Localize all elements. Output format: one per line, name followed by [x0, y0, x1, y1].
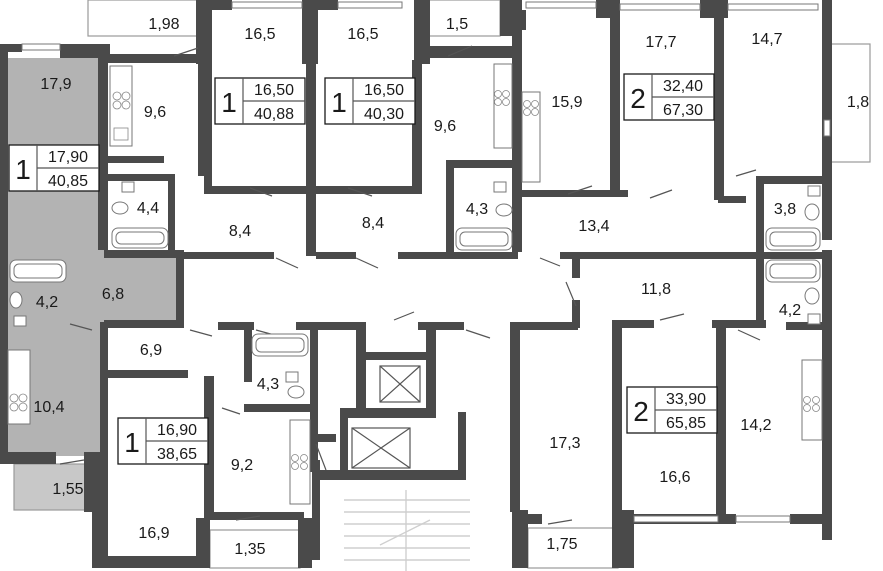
room-area: 4,2: [779, 302, 801, 319]
apartment-living-area: 16,50: [364, 82, 404, 99]
apartment-badge[interactable]: 1 16,90 38,65: [117, 417, 209, 465]
room-area: 13,4: [578, 218, 609, 235]
room-area: 4,3: [466, 201, 488, 218]
apartment-rooms: 1: [15, 154, 31, 185]
apartment-badge[interactable]: 2 32,40 67,30: [623, 73, 715, 121]
apartment-total-area: 38,65: [157, 446, 197, 463]
room-area: 17,3: [549, 435, 580, 452]
elevator-small: [379, 365, 421, 403]
room-area: 6,9: [140, 342, 162, 359]
room-area: 9,2: [231, 457, 253, 474]
room-area: 9,6: [144, 104, 166, 121]
room-area: 17,9: [40, 76, 71, 93]
fixtures: [7, 63, 823, 505]
doors: [59, 45, 761, 525]
room-area: 11,8: [641, 281, 671, 298]
room-area: 1,8: [847, 94, 869, 111]
room-area: 1,35: [234, 541, 265, 558]
room-area: 1,55: [52, 481, 83, 498]
room-area: 17,7: [645, 34, 676, 51]
apartment-badge[interactable]: 1 16,50 40,88: [214, 77, 306, 125]
room-area-labels: 17,9 9,6 4,4 8,4 4,2 6,8 10,4 1,55 1,98 …: [33, 16, 869, 558]
apartment-badge[interactable]: 2 33,90 65,85: [626, 386, 718, 434]
room-area: 1,75: [546, 536, 577, 553]
apartment-rooms: 1: [221, 87, 237, 118]
apartment-total-area: 65,85: [666, 415, 706, 432]
windows: [21, 1, 831, 523]
room-area: 1,5: [446, 16, 468, 33]
room-area: 4,2: [36, 294, 58, 311]
apartment-living-area: 16,50: [254, 82, 294, 99]
apartment-total-area: 67,30: [663, 102, 703, 119]
elevator-large: [351, 427, 411, 469]
room-area: 16,5: [347, 26, 378, 43]
apartment-total-area: 40,85: [48, 173, 88, 190]
apartment-badge[interactable]: 1 16,50 40,30: [324, 77, 416, 125]
room-area: 4,3: [257, 376, 279, 393]
room-area: 8,4: [362, 215, 384, 232]
room-area: 9,6: [434, 118, 456, 135]
apartment-rooms: 2: [633, 396, 649, 427]
room-area: 15,9: [551, 94, 582, 111]
room-area: 4,4: [137, 200, 159, 217]
apartment-badge[interactable]: 1 17,90 40,85: [8, 144, 100, 192]
apartment-rooms: 1: [331, 87, 347, 118]
room-area: 16,6: [659, 469, 690, 486]
apartment-total-area: 40,88: [254, 106, 294, 123]
apartment-living-area: 32,40: [663, 78, 703, 95]
apartment-total-area: 40,30: [364, 106, 404, 123]
apartment-rooms: 1: [124, 427, 140, 458]
apartment-living-area: 17,90: [48, 149, 88, 166]
room-area: 3,8: [774, 201, 796, 218]
room-area: 14,2: [740, 417, 771, 434]
room-area: 8,4: [229, 223, 251, 240]
apartment-living-area: 33,90: [666, 391, 706, 408]
staircase: [344, 490, 470, 571]
room-area: 6,8: [102, 286, 124, 303]
apartment-living-area: 16,90: [157, 422, 197, 439]
room-area: 10,4: [33, 399, 64, 416]
walls: [0, 0, 832, 568]
room-area: 1,98: [148, 16, 179, 33]
apartment-rooms: 2: [630, 83, 646, 114]
room-area: 16,5: [244, 26, 275, 43]
room-area: 14,7: [751, 31, 782, 48]
room-area: 16,9: [138, 525, 169, 542]
